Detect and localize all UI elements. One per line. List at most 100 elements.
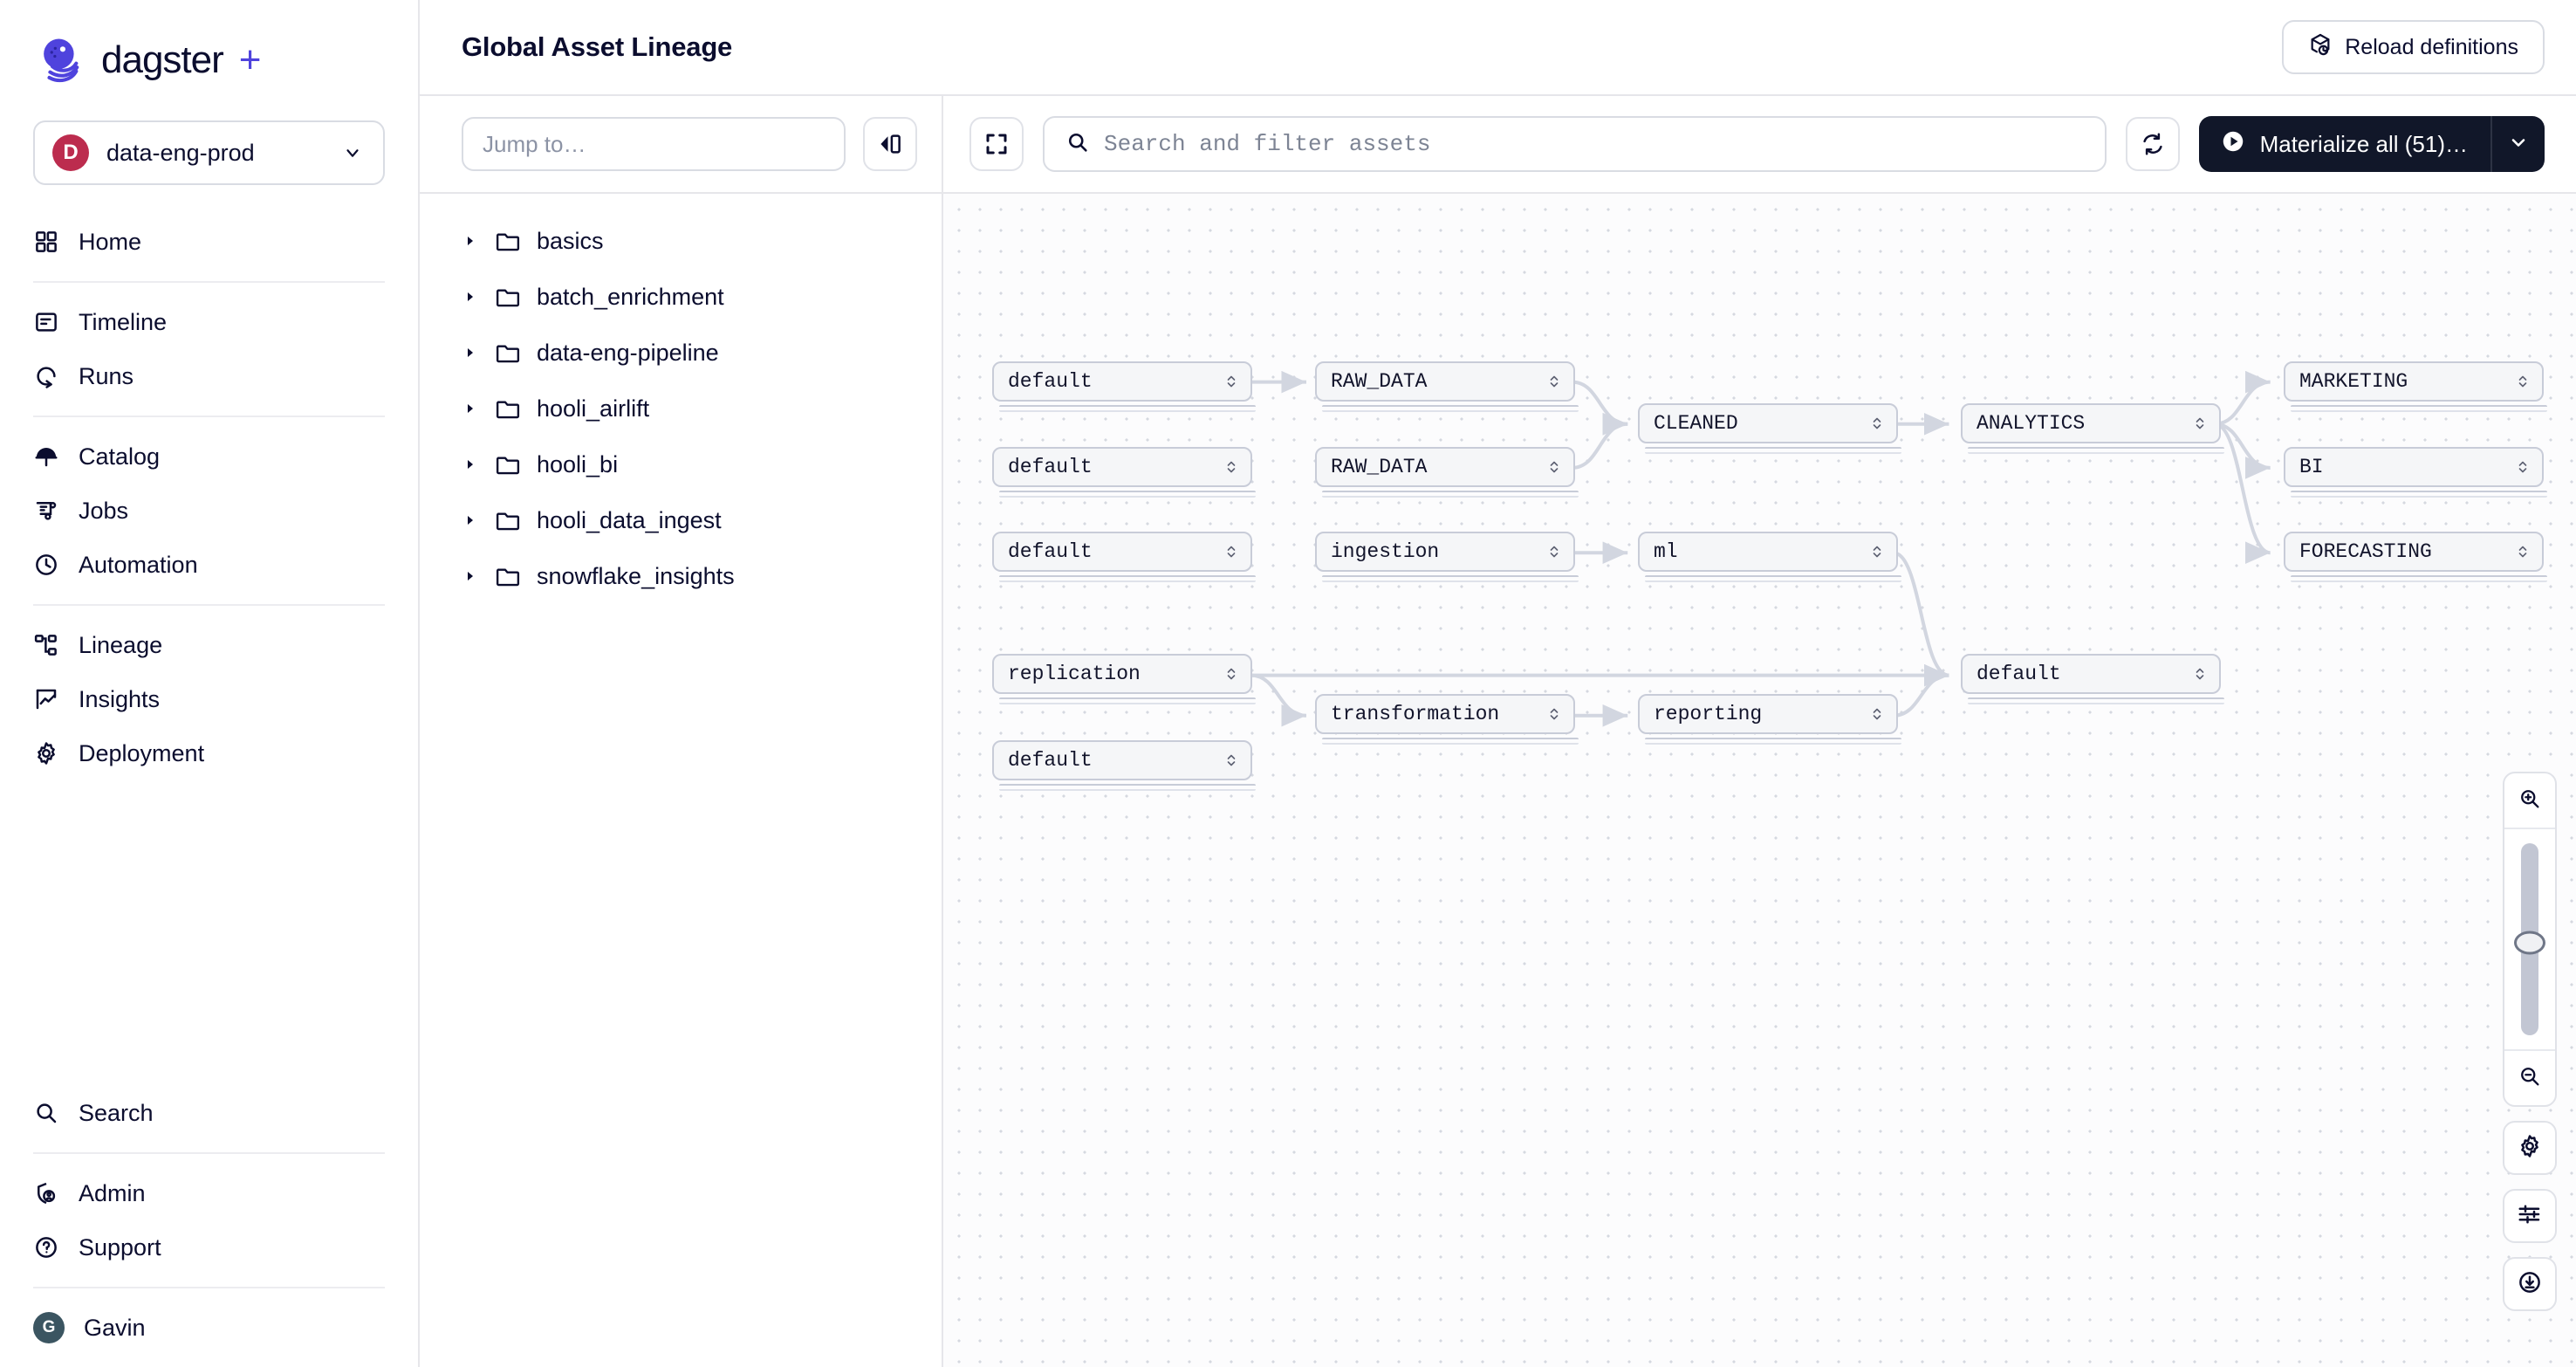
expand-collapse-icon[interactable] <box>1224 665 1238 683</box>
expand-collapse-icon[interactable] <box>1224 543 1238 560</box>
materialize-options-button[interactable] <box>2490 116 2545 172</box>
lineage-node[interactable]: BI <box>2284 447 2547 498</box>
chevron-right-icon[interactable] <box>462 290 479 304</box>
deployment-selector[interactable]: D data-eng-prod <box>33 120 385 185</box>
chevron-right-icon[interactable] <box>462 346 479 360</box>
lineage-node[interactable]: default <box>992 361 1256 412</box>
lineage-node[interactable]: default <box>992 532 1256 582</box>
collapse-panel-button[interactable] <box>863 117 917 171</box>
chevron-right-icon[interactable] <box>462 402 479 416</box>
sidebar-item-user[interactable]: G Gavin <box>0 1301 418 1355</box>
sidebar-item-home[interactable]: Home <box>0 215 418 269</box>
sidebar-item-support[interactable]: Support <box>0 1220 418 1274</box>
lineage-node-label: CLEANED <box>1654 412 1738 435</box>
chevron-right-icon[interactable] <box>462 569 479 583</box>
lineage-node[interactable]: FORECASTING <box>2284 532 2547 582</box>
zoom-out-button[interactable] <box>2504 1051 2555 1105</box>
sidebar-item-jobs[interactable]: Jobs <box>0 484 418 538</box>
sidebar-item-insights[interactable]: Insights <box>0 672 418 726</box>
shield-user-icon <box>33 1180 59 1206</box>
fullscreen-icon <box>983 131 1010 157</box>
lineage-node[interactable]: ANALYTICS <box>1961 403 2224 454</box>
reload-definitions-button[interactable]: Reload definitions <box>2282 20 2545 74</box>
sidebar-item-admin[interactable]: Admin <box>0 1166 418 1220</box>
fullscreen-button[interactable] <box>969 117 1024 171</box>
jump-to-input[interactable] <box>462 117 846 171</box>
lineage-node[interactable]: MARKETING <box>2284 361 2547 412</box>
lineage-node[interactable]: reporting <box>1638 694 1901 745</box>
sidebar-item-automation[interactable]: Automation <box>0 538 418 592</box>
lineage-node-label: RAW_DATA <box>1331 370 1428 393</box>
lineage-node[interactable]: ingestion <box>1315 532 1579 582</box>
expand-collapse-icon[interactable] <box>1224 458 1238 476</box>
chevron-right-icon[interactable] <box>462 513 479 527</box>
sidebar-item-deployment[interactable]: Deployment <box>0 726 418 780</box>
lineage-node[interactable]: default <box>992 447 1256 498</box>
nav-group-definitions: Catalog Jobs Automation <box>0 417 418 604</box>
sidebar-item-search[interactable]: Search <box>0 1086 418 1140</box>
materialize-all-button[interactable]: Materialize all (51)… <box>2198 116 2545 172</box>
expand-collapse-icon[interactable] <box>2516 373 2530 390</box>
expand-collapse-icon[interactable] <box>1547 705 1561 723</box>
sidebar-item-label: Lineage <box>79 631 163 658</box>
lineage-node[interactable]: default <box>1961 654 2224 704</box>
jobs-icon <box>33 498 59 524</box>
sidebar-item-timeline[interactable]: Timeline <box>0 295 418 349</box>
sidebar-item-label: Insights <box>79 685 161 712</box>
tree-item-label: basics <box>537 227 604 254</box>
expand-collapse-icon[interactable] <box>1547 373 1561 390</box>
tree-item[interactable]: hooli_bi <box>420 436 942 492</box>
graph-download-button[interactable] <box>2503 1257 2557 1311</box>
tree-item[interactable]: batch_enrichment <box>420 269 942 325</box>
tree-item[interactable]: basics <box>420 213 942 269</box>
expand-collapse-icon[interactable] <box>2516 543 2530 560</box>
expand-collapse-icon[interactable] <box>2516 458 2530 476</box>
lineage-node[interactable]: transformation <box>1315 694 1579 745</box>
divider <box>2504 828 2555 829</box>
deployment-name: data-eng-prod <box>106 139 255 166</box>
graph-filters-button[interactable] <box>2503 1189 2557 1243</box>
tree-item[interactable]: hooli_data_ingest <box>420 492 942 548</box>
lineage-node[interactable]: default <box>992 740 1256 791</box>
chevron-right-icon[interactable] <box>462 457 479 471</box>
lineage-node[interactable]: CLEANED <box>1638 403 1901 454</box>
expand-collapse-icon[interactable] <box>1547 543 1561 560</box>
expand-collapse-icon[interactable] <box>1870 705 1884 723</box>
zoom-in-button[interactable] <box>2504 773 2555 828</box>
folder-icon <box>495 397 521 420</box>
avatar: G <box>33 1312 65 1343</box>
lineage-node-label: default <box>1008 540 1093 563</box>
zoom-slider-thumb[interactable] <box>2514 931 2545 955</box>
sidebar-item-label: Deployment <box>79 739 205 766</box>
graph-settings-button[interactable] <box>2503 1121 2557 1175</box>
expand-collapse-icon[interactable] <box>1870 543 1884 560</box>
lineage-node[interactable]: RAW_DATA <box>1315 361 1579 412</box>
asset-search[interactable] <box>1043 116 2107 172</box>
expand-collapse-icon[interactable] <box>1870 415 1884 432</box>
expand-collapse-icon[interactable] <box>1547 458 1561 476</box>
tree-item[interactable]: snowflake_insights <box>420 548 942 604</box>
sidebar-item-lineage[interactable]: Lineage <box>0 618 418 672</box>
lineage-node-label: ml <box>1654 540 1678 563</box>
tree-item[interactable]: hooli_airlift <box>420 381 942 436</box>
sidebar-item-catalog[interactable]: Catalog <box>0 429 418 484</box>
tree-item[interactable]: data-eng-pipeline <box>420 325 942 381</box>
expand-collapse-icon[interactable] <box>1224 752 1238 769</box>
sidebar-item-runs[interactable]: Runs <box>0 349 418 403</box>
lineage-node[interactable]: RAW_DATA <box>1315 447 1579 498</box>
zoom-slider[interactable] <box>2504 829 2555 1049</box>
expand-collapse-icon[interactable] <box>2193 665 2207 683</box>
lineage-node[interactable]: replication <box>992 654 1256 704</box>
expand-collapse-icon[interactable] <box>2193 415 2207 432</box>
refresh-button[interactable] <box>2125 117 2180 171</box>
expand-collapse-icon[interactable] <box>1224 373 1238 390</box>
lineage-node[interactable]: ml <box>1638 532 1901 582</box>
brand[interactable]: dagster + <box>0 0 418 84</box>
sidebar-item-label: Timeline <box>79 308 168 335</box>
chevron-right-icon[interactable] <box>462 234 479 248</box>
materialize-all-main[interactable]: Materialize all (51)… <box>2199 116 2490 172</box>
brand-wordmark: dagster <box>101 38 224 81</box>
search-input[interactable] <box>1104 131 2084 157</box>
sidebar-item-label: Home <box>79 228 142 255</box>
